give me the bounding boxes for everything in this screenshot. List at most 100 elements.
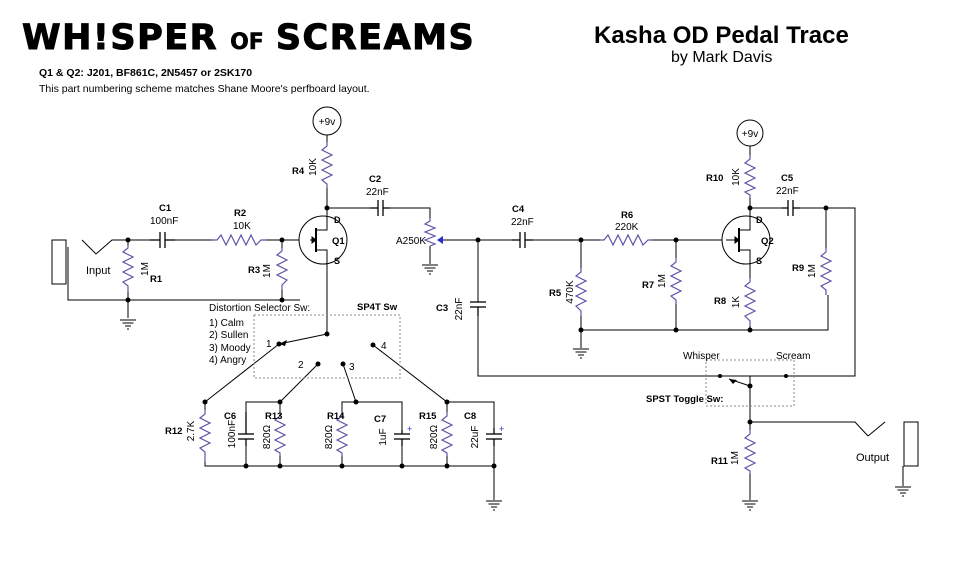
- brand-logo: WH!SPER OF SCREAMS: [21, 18, 476, 59]
- c6-value: 100nF: [227, 420, 238, 448]
- r14-resistor: [335, 412, 349, 456]
- output-jack: [867, 421, 919, 486]
- c8-value: 22uF: [470, 426, 481, 449]
- output-label: Output: [856, 452, 889, 464]
- r2-value: 10K: [233, 221, 251, 232]
- r3-ref: R3: [248, 265, 260, 276]
- layout-note: This part numbering scheme matches Shane…: [39, 83, 370, 95]
- sp4t-position-4: 4: [381, 341, 387, 352]
- r9-resistor: [819, 248, 833, 295]
- r5-resistor: [574, 268, 588, 316]
- c6-capacitor: [238, 412, 254, 446]
- r13-ref: R13: [265, 411, 282, 422]
- c5-value: 22nF: [776, 186, 799, 197]
- ground-symbol: [119, 319, 137, 330]
- q1-source-label: S: [334, 256, 340, 266]
- r15-resistor: [440, 412, 454, 456]
- ground-symbol: [485, 500, 503, 511]
- r12-value: 2.7K: [186, 420, 197, 441]
- supply-q2-label: +9v: [742, 129, 758, 140]
- c3-ref: C3: [436, 303, 448, 314]
- sp4t-switch-label: SP4T Sw: [357, 302, 398, 313]
- page-title: Kasha OD Pedal Trace: [594, 22, 849, 49]
- c8-capacitor: [486, 428, 502, 446]
- junction-dots: [125, 205, 829, 469]
- r1-ref: R1: [150, 274, 163, 285]
- c2-capacitor: [370, 200, 390, 216]
- r12-resistor: [198, 410, 212, 462]
- c1-capacitor: [150, 232, 175, 248]
- r2-resistor: [212, 233, 266, 247]
- r9-ref: R9: [792, 263, 804, 274]
- r10-value: 10K: [731, 168, 742, 186]
- r1-value: 1M: [140, 262, 151, 276]
- r6-resistor: [600, 233, 652, 247]
- r7-resistor: [669, 258, 683, 304]
- supply-q1-label: +9v: [319, 117, 335, 128]
- selector-option-2: 2) Sullen: [209, 330, 248, 341]
- r12-ref: R12: [165, 426, 182, 437]
- c1-ref: C1: [159, 203, 172, 214]
- r13-resistor: [273, 412, 287, 456]
- r11-resistor: [743, 430, 757, 474]
- c2-value: 22nF: [366, 187, 389, 198]
- sp4t-position-2: 2: [298, 360, 304, 371]
- supply-q1: +9v: [312, 106, 342, 136]
- r13-value: 820Ω: [262, 424, 273, 449]
- q1-transistor: [298, 215, 348, 265]
- r7-value: 1M: [657, 274, 668, 288]
- transistor-note: Q1 & Q2: J201, BF861C, 2N5457 or 2SK170: [39, 67, 253, 79]
- c7-ref: C7: [374, 414, 386, 425]
- c7-capacitor: [394, 430, 410, 446]
- q2-source-label: S: [756, 256, 762, 266]
- brand-word-screams: SCREAMS: [275, 18, 476, 59]
- r4-resistor: [320, 142, 334, 188]
- c8-polarity-mark: +: [499, 424, 504, 434]
- r6-value: 220K: [615, 222, 639, 233]
- pot-wiper: [437, 236, 443, 244]
- ground-symbol: [894, 486, 912, 497]
- sp4t-position-3: 3: [349, 362, 355, 373]
- r8-value: 1K: [731, 296, 742, 309]
- ground-symbol: [572, 348, 590, 359]
- r11-value: 1M: [730, 451, 741, 465]
- c6-ref: C6: [224, 411, 236, 422]
- pot-resistor: [423, 218, 437, 247]
- ground-symbol: [741, 500, 759, 511]
- c2-ref: C2: [369, 174, 381, 185]
- c8-ref: C8: [464, 411, 476, 422]
- r10-resistor: [743, 155, 757, 198]
- r8-ref: R8: [714, 296, 726, 307]
- selector-option-3: 3) Moody: [209, 343, 251, 354]
- r7-ref: R7: [642, 280, 654, 291]
- r2-ref: R2: [234, 208, 246, 219]
- c5-ref: C5: [781, 173, 794, 184]
- sp4t-wiper-arrow: [279, 340, 287, 346]
- brand-word-of: OF: [230, 30, 264, 56]
- c5-capacitor: [782, 200, 800, 216]
- r4-ref: R4: [292, 166, 305, 177]
- selector-option-1: 1) Calm: [209, 318, 244, 329]
- q1-ref: Q1: [332, 236, 345, 247]
- input-jack: [51, 239, 125, 285]
- c7-value: 1uF: [378, 428, 389, 445]
- supply-q2: +9v: [736, 119, 764, 147]
- r1-resistor: [121, 245, 135, 292]
- r15-value: 820Ω: [429, 424, 440, 449]
- q1-drain-label: D: [334, 215, 341, 225]
- header: WH!SPER OF SCREAMS Q1 & Q2: J201, BF861C, …: [0, 0, 960, 100]
- c3-value: 22nF: [454, 298, 465, 321]
- r14-value: 820Ω: [324, 424, 335, 449]
- r10-ref: R10: [706, 173, 723, 184]
- toggle-wiper-arrow: [729, 379, 737, 384]
- r6-ref: R6: [621, 210, 633, 221]
- c3-capacitor: [470, 301, 486, 316]
- toggle-switch-box: [705, 359, 795, 407]
- r5-value: 470K: [565, 280, 576, 304]
- brand-word-whisper: WH!SPER: [21, 18, 219, 59]
- r4-value: 10K: [308, 158, 319, 176]
- q2-transistor: [721, 212, 771, 265]
- input-label: Input: [86, 265, 110, 277]
- selector-option-4: 4) Angry: [209, 355, 246, 366]
- pot-value: A250K: [396, 236, 426, 247]
